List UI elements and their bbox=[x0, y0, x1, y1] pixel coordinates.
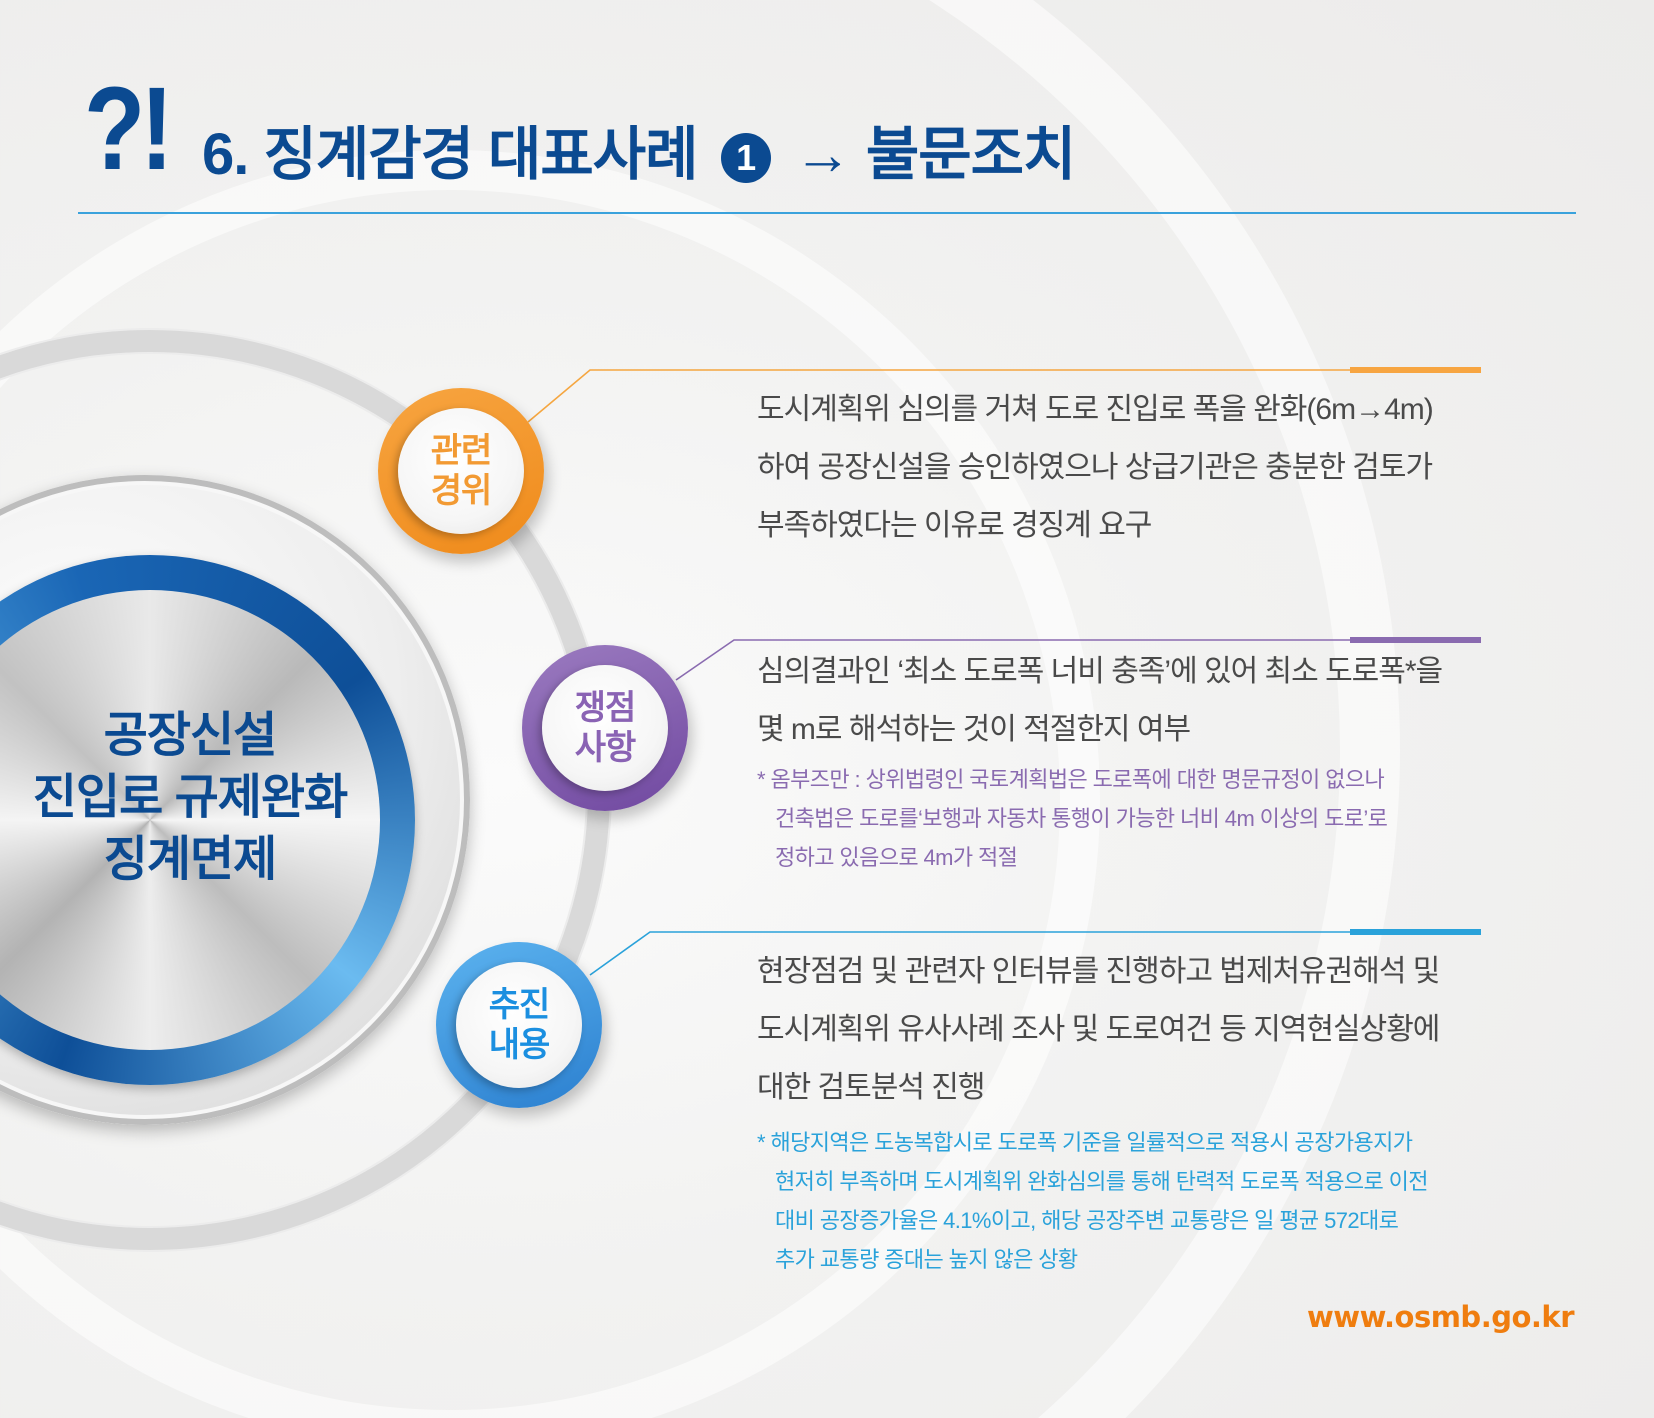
header-mark-icon: ?! bbox=[84, 63, 174, 195]
brushed-metal-disc bbox=[0, 590, 380, 1050]
body-line: 도시계획위 심의를 거쳐 도로 진입로 폭을 완화(6m→4m) bbox=[757, 393, 1434, 426]
note-line: 현저히 부족하며 도시계획위 완화심의를 통해 탄력적 도로폭 적용으로 이전 bbox=[775, 1169, 1429, 1194]
body-line: 부족하였다는 이유로 경징계 요구 bbox=[757, 509, 1152, 542]
bubble-label: 쟁점 bbox=[574, 689, 637, 727]
section-history-body: 도시계획위 심의를 거쳐 도로 진입로 폭을 완화(6m→4m) 하여 공장신설… bbox=[757, 381, 1497, 555]
accent-bar-orange bbox=[1350, 367, 1481, 373]
page-title-suffix: → 불문조치 bbox=[793, 122, 1077, 187]
bubble-label: 사항 bbox=[574, 729, 637, 767]
section-issue-note: * 옴부즈만 : 상위법령인 국토계획법은 도로폭에 대한 명문규정이 없으나 … bbox=[757, 760, 1497, 877]
bubble-action: 추진 내용 bbox=[436, 942, 602, 1108]
note-line: * 옴부즈만 : 상위법령인 국토계획법은 도로폭에 대한 명문규정이 없으나 bbox=[757, 767, 1385, 792]
center-label-line: 공장신설 bbox=[103, 709, 278, 762]
section-issue-body: 심의결과인 ‘최소 도로폭 너비 충족’에 있어 최소 도로폭*을 몇 m로 해… bbox=[757, 643, 1497, 759]
bubble-face: 관련 경위 bbox=[398, 408, 524, 534]
note-line: * 해당지역은 도농복합시로 도로폭 기준을 일률적으로 적용시 공장가용지가 bbox=[757, 1130, 1413, 1155]
bubble-label: 관련 bbox=[430, 432, 493, 470]
note-line: 건축법은 도로를‘보행과 자동차 통행이 가능한 너비 4m 이상의 도로’로 bbox=[775, 806, 1388, 831]
bubble-background-history: 관련 경위 bbox=[378, 388, 544, 554]
page-title-prefix: 6. 징계감경 대표사례 bbox=[202, 122, 698, 187]
center-label-line: 진입로 규제완화 bbox=[32, 771, 348, 824]
section-action-note: * 해당지역은 도농복합시로 도로폭 기준을 일률적으로 적용시 공장가용지가 … bbox=[757, 1123, 1497, 1279]
bubble-face: 쟁점 사항 bbox=[542, 665, 668, 791]
case-number-badge: 1 bbox=[720, 133, 771, 183]
center-label-line: 징계면제 bbox=[103, 833, 278, 886]
body-line: 심의결과인 ‘최소 도로폭 너비 충족’에 있어 최소 도로폭*을 bbox=[757, 655, 1443, 688]
title-divider bbox=[78, 212, 1576, 214]
accent-bar-blue bbox=[1350, 929, 1481, 935]
bubble-face: 추진 내용 bbox=[456, 962, 582, 1088]
website-link[interactable]: www.osmb.go.kr bbox=[1307, 1300, 1575, 1334]
bubble-label: 추진 bbox=[488, 986, 551, 1024]
accent-bar-purple bbox=[1350, 637, 1481, 643]
body-line: 몇 m로 해석하는 것이 적절한지 여부 bbox=[757, 713, 1191, 746]
bubble-label: 경위 bbox=[430, 472, 493, 510]
page-title: 6. 징계감경 대표사례 1 → 불문조치 bbox=[202, 126, 1076, 184]
note-line: 추가 교통량 증대는 높지 않은 상황 bbox=[775, 1247, 1078, 1272]
body-line: 하여 공장신설을 승인하였으나 상급기관은 충분한 검토가 bbox=[757, 451, 1433, 484]
section-action-body: 현장점검 및 관련자 인터뷰를 진행하고 법제처유권해석 및 도시계획위 유사사… bbox=[757, 943, 1497, 1117]
center-label: 공장신설 진입로 규제완화 징계면제 bbox=[0, 705, 400, 891]
note-line: 대비 공장증가율은 4.1%이고, 해당 공장주변 교통량은 일 평균 572대… bbox=[775, 1208, 1399, 1233]
body-line: 대한 검토분석 진행 bbox=[757, 1071, 985, 1104]
body-line: 도시계획위 유사사례 조사 및 도로여건 등 지역현실상황에 bbox=[757, 1013, 1440, 1046]
bubble-issue: 쟁점 사항 bbox=[522, 645, 688, 811]
note-line: 정하고 있음으로 4m가 적절 bbox=[775, 845, 1018, 870]
body-line: 현장점검 및 관련자 인터뷰를 진행하고 법제처유권해석 및 bbox=[757, 955, 1440, 988]
bubble-label: 내용 bbox=[488, 1026, 551, 1064]
